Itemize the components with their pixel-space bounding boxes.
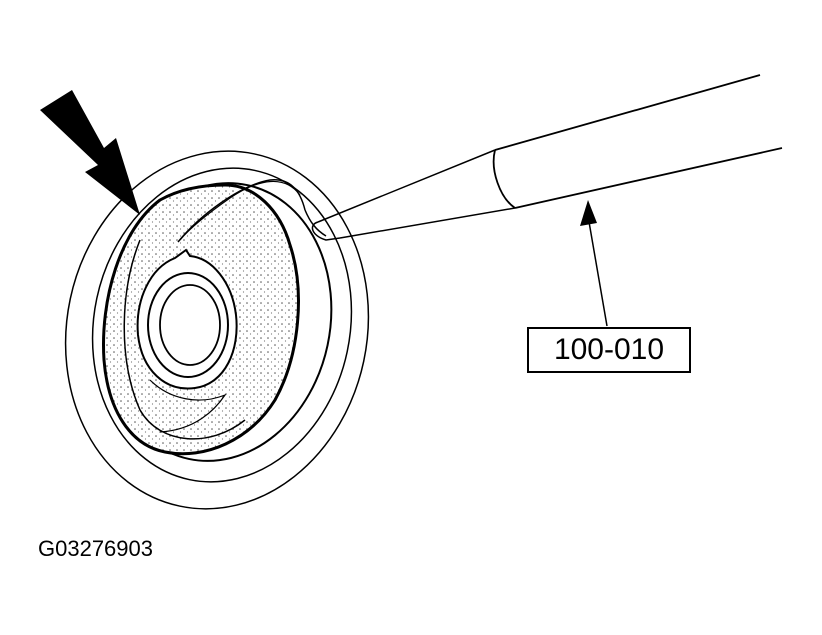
tool-shaft-end xyxy=(492,149,516,209)
tool-taper-bottom xyxy=(339,207,516,239)
housing xyxy=(64,150,370,510)
callout-leader xyxy=(580,200,608,327)
leader-arrowhead xyxy=(580,200,597,226)
figure-id: G03276903 xyxy=(38,536,153,561)
arrow-icon xyxy=(40,90,140,215)
hub xyxy=(136,248,238,390)
tool-hook-end xyxy=(304,209,327,237)
seal-inner-lip xyxy=(123,239,246,440)
leader-line xyxy=(587,215,608,327)
tool-hook-tip xyxy=(311,221,341,241)
housing-outer-ring xyxy=(64,150,370,510)
tool-taper-top xyxy=(317,149,496,223)
tool-callout-label: 100-010 xyxy=(527,327,691,373)
tool-shaft-top xyxy=(494,74,761,151)
housing-second-ring xyxy=(91,167,353,483)
pointer-arrow xyxy=(40,90,140,215)
tool-shaft-bottom xyxy=(514,147,783,209)
seal-crescent xyxy=(149,379,227,433)
seal-remover-tool-icon xyxy=(177,74,783,243)
hub-bore-inner xyxy=(159,284,221,366)
tool-hook-wire-inner xyxy=(179,180,301,241)
